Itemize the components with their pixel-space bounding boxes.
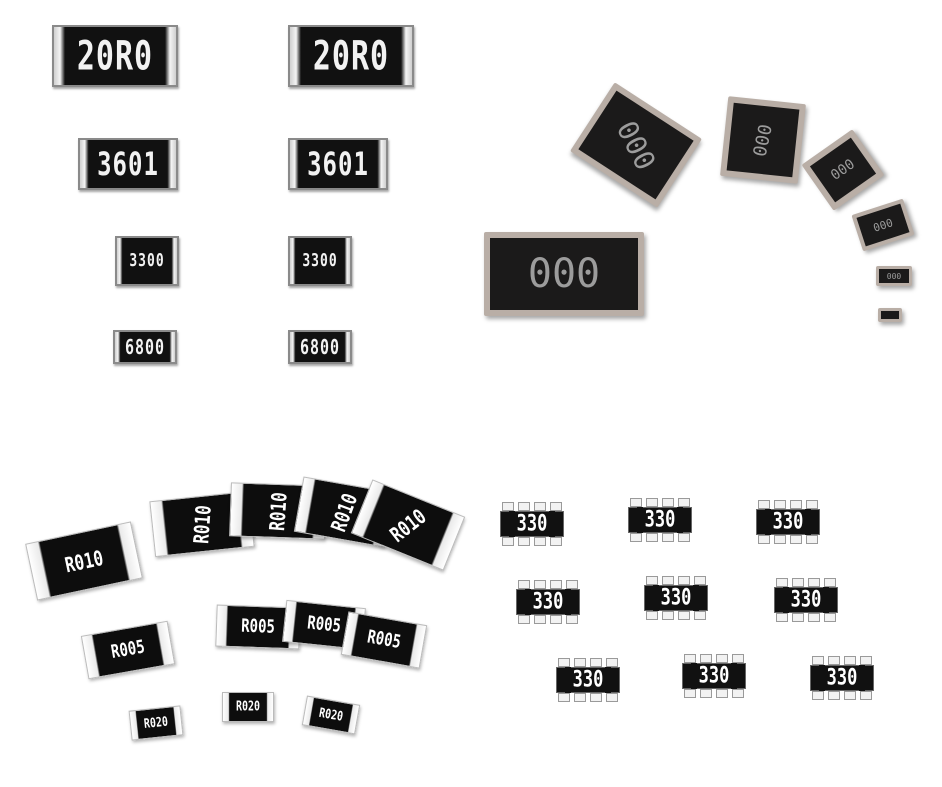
chip-resistor: 000 <box>851 198 915 252</box>
chip-marking: R010 <box>62 544 106 578</box>
chip-marking: 6800 <box>299 334 341 360</box>
chip-resistor: R020 <box>301 695 361 735</box>
chip-marking: R010 <box>188 503 216 545</box>
chip-marking: R005 <box>306 612 342 638</box>
chip-marking: 000 <box>527 251 601 297</box>
resistor-array: 330 <box>810 656 874 700</box>
chip-marking: R005 <box>240 616 276 638</box>
array-marking: 330 <box>690 663 738 689</box>
chip-marking: 20R0 <box>76 32 154 80</box>
chip-resistor: 20R0 <box>52 25 178 87</box>
chip-marking: R020 <box>317 705 345 725</box>
resistor-array: 330 <box>774 578 838 622</box>
array-marking: 330 <box>636 507 684 533</box>
chip-resistor: 3300 <box>115 236 179 286</box>
array-marking: 330 <box>818 665 866 691</box>
chip-marking: 20R0 <box>312 32 390 80</box>
chip-resistor: 6800 <box>288 330 352 364</box>
array-marking: 330 <box>652 585 700 611</box>
chip-marking: 000 <box>609 114 663 176</box>
array-marking: 330 <box>508 511 556 537</box>
chip-marking: 3601 <box>97 145 159 183</box>
chip-marking: 000 <box>828 156 858 184</box>
chip-resistor: 3601 <box>288 138 388 190</box>
chip-marking: R005 <box>109 636 147 664</box>
chip-resistor: R020 <box>128 705 184 741</box>
chip-marking: 000 <box>749 121 777 159</box>
resistor-array: 330 <box>628 498 692 542</box>
chip-marking: 3300 <box>302 250 338 272</box>
resistor-array: 330 <box>556 658 620 702</box>
chip-resistor: 000 <box>801 129 885 211</box>
chip-resistor: R005 <box>340 611 428 669</box>
chip-marking: R010 <box>385 503 431 547</box>
chip-resistor: R005 <box>80 620 176 680</box>
array-marking: 330 <box>764 509 812 535</box>
chip-resistor: 3601 <box>78 138 178 190</box>
resistor-array: 330 <box>500 502 564 546</box>
array-marking: 330 <box>564 667 612 693</box>
array-marking: 330 <box>782 587 830 613</box>
chip-marking: R020 <box>235 699 261 715</box>
chip-marking: 3300 <box>129 250 165 272</box>
chip-resistor-tiny <box>878 308 902 322</box>
chip-marking: R020 <box>143 714 169 732</box>
chip-marking: R005 <box>365 626 403 654</box>
resistor-array: 330 <box>756 500 820 544</box>
chip-resistor: 000 <box>570 82 702 208</box>
chip-resistor: R010 <box>350 479 466 571</box>
chip-marking: 3601 <box>307 145 369 183</box>
chip-resistor: 000 <box>876 266 912 286</box>
chip-marking: 000 <box>871 215 895 235</box>
chip-resistor: 000 <box>484 232 644 316</box>
resistor-array: 330 <box>682 654 746 698</box>
resistor-array: 330 <box>516 580 580 624</box>
chip-resistor: 6800 <box>113 330 177 364</box>
chip-resistor: 000 <box>720 96 806 184</box>
chip-resistor: R010 <box>25 521 143 601</box>
chip-resistor: 20R0 <box>288 25 414 87</box>
array-marking: 330 <box>524 589 572 615</box>
chip-resistor: R020 <box>222 692 274 722</box>
chip-marking: 000 <box>886 271 902 281</box>
resistor-array: 330 <box>644 576 708 620</box>
chip-marking: R010 <box>264 490 292 532</box>
chip-resistor: 3300 <box>288 236 352 286</box>
chip-marking: 6800 <box>124 334 166 360</box>
